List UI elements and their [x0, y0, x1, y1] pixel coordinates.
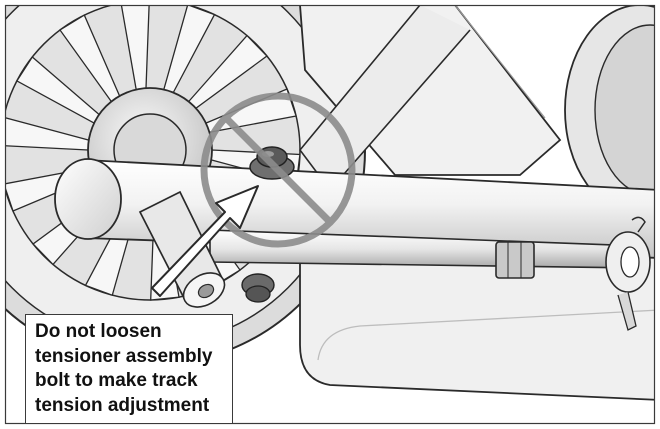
warning-caption: Do not loosen tensioner assembly bolt to…: [25, 314, 233, 424]
lower-nut: [241, 273, 275, 303]
page-border: [4, 4, 656, 425]
caption-line-3: bolt to make track: [35, 370, 198, 391]
arrow-icon: [151, 185, 259, 297]
caption-line-4: tension adjustment: [35, 394, 210, 416]
frame-panel: [298, 5, 562, 192]
caption-line-2: tensioner assembly: [35, 345, 213, 367]
caption-line-1: Do not loosen: [35, 321, 162, 342]
wheel-right: [564, 5, 655, 216]
no-symbol-icon: [200, 92, 356, 248]
tensioner-rod: [209, 216, 651, 331]
